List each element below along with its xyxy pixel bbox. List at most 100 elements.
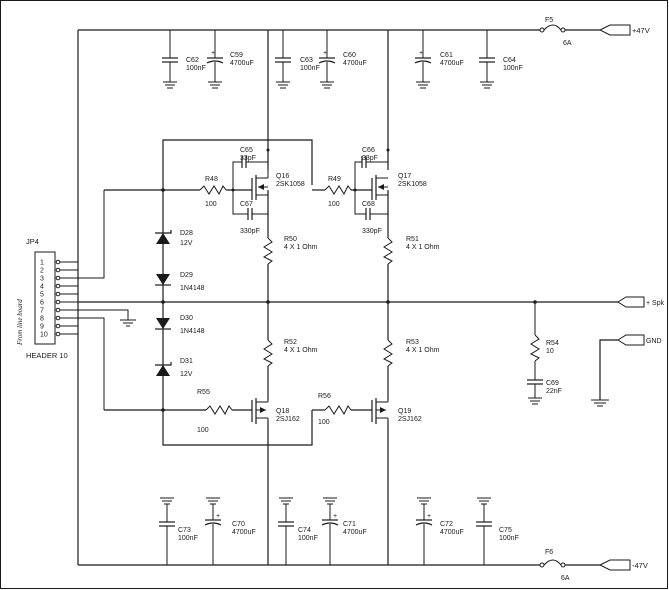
header-pin-3: 3 xyxy=(40,276,44,283)
c72-label: C72 xyxy=(440,521,453,528)
zobel-network: R54 10 C69 22nF xyxy=(527,302,562,405)
d28-label: D28 xyxy=(180,230,193,237)
diode-d30: D30 1N4148 xyxy=(155,315,205,335)
capacitor-c68: C68 330pF xyxy=(353,188,388,235)
r52-value: 4 X 1 Ohm xyxy=(284,347,318,354)
zener-d28: D28 12V xyxy=(155,230,193,247)
capacitor-c67: C67 330pF xyxy=(231,188,268,235)
r56-value: 100 xyxy=(318,419,330,426)
c66-label: C66 xyxy=(362,147,375,154)
c60-value: 4700uF xyxy=(343,60,367,67)
r48-value: 100 xyxy=(205,201,217,208)
r49-value: 100 xyxy=(328,201,340,208)
terminal-spk-label: + Spk xyxy=(646,300,665,307)
header-side-label: From line board xyxy=(16,299,24,346)
c72-polarity: + xyxy=(427,513,431,520)
fuse-f6: F6 6A xyxy=(539,549,570,582)
fuse-f6-label: F6 xyxy=(545,549,553,556)
r56-label: R56 xyxy=(318,393,331,400)
header-pin-2: 2 xyxy=(40,268,44,275)
c60-polarity: + xyxy=(323,50,327,57)
d31-value: 12V xyxy=(180,371,193,378)
c59-label: C59 xyxy=(230,52,243,59)
terminal-spk: + Spk xyxy=(617,296,665,308)
header-pin-contact xyxy=(55,267,61,273)
resistor-r48: R48 100 xyxy=(199,176,227,208)
fuse-f5-value: 6A xyxy=(563,40,572,47)
header-pin-contact xyxy=(55,275,61,281)
c70-polarity: + xyxy=(216,513,220,520)
header-pin-contact xyxy=(55,291,61,297)
resistor-r49: R49 100 xyxy=(324,176,352,208)
c62-value: 100nF xyxy=(186,65,206,72)
header-pin-6: 6 xyxy=(40,300,44,307)
header-pin-contact xyxy=(55,331,61,337)
c67-label: C67 xyxy=(240,201,253,208)
header-jp4: JP4 From line board HEADER 10 1234567891… xyxy=(16,237,68,360)
header-pin-8: 8 xyxy=(40,316,44,323)
q16-value: 2SK1058 xyxy=(276,181,305,188)
c74-value: 100nF xyxy=(298,535,318,542)
c59-polarity: + xyxy=(211,50,215,57)
header-pin-contact xyxy=(55,259,61,265)
c70-label: C70 xyxy=(232,521,245,528)
resistor-r51: R51 4 X 1 Ohm xyxy=(382,236,440,265)
mosfet-q19: Q19 2SJ162 xyxy=(371,398,422,424)
c63-value: 100nF xyxy=(300,65,320,72)
mosfet-q16: Q16 2SK1058 xyxy=(251,170,305,205)
d30-label: D30 xyxy=(180,315,193,322)
mosfet-q17: Q17 2SK1058 xyxy=(371,173,427,200)
c71-polarity: + xyxy=(333,513,337,520)
r54-value: 10 xyxy=(546,348,554,355)
terminal-pos-47v: +47V xyxy=(598,24,650,36)
c67-value: 330pF xyxy=(240,228,260,235)
r51-label: R51 xyxy=(406,236,419,243)
header-pin-10: 10 xyxy=(40,332,48,339)
q17-value: 2SK1058 xyxy=(398,181,427,188)
header-pin-9: 9 xyxy=(40,324,44,331)
d28-value: 12V xyxy=(180,240,193,247)
c65-value: 33pF xyxy=(240,155,256,162)
c63-label: C63 xyxy=(300,57,313,64)
header-pin-5: 5 xyxy=(40,292,44,299)
c71-value: 4700uF xyxy=(343,529,367,536)
q17-label: Q17 xyxy=(398,173,411,180)
terminal-gnd-label: GND xyxy=(646,338,662,345)
q16-label: Q16 xyxy=(276,173,289,180)
d29-value: 1N4148 xyxy=(180,285,205,292)
r55-label: R55 xyxy=(197,389,210,396)
header-pin-7: 7 xyxy=(40,308,44,315)
d31-label: D31 xyxy=(180,358,193,365)
header-pin-contact xyxy=(55,315,61,321)
resistor-r55: R55 100 xyxy=(197,389,233,434)
c68-label: C68 xyxy=(362,201,375,208)
bottom-feedback-loop xyxy=(162,410,313,446)
r53-value: 4 X 1 Ohm xyxy=(406,347,440,354)
capacitor-c65: C65 33pF xyxy=(232,147,270,190)
terminal-pos-label: +47V xyxy=(632,26,650,35)
r48-label: R48 xyxy=(205,176,218,183)
c68-value: 330pF xyxy=(362,228,382,235)
terminal-neg-47v: -47V xyxy=(598,559,648,571)
d30-value: 1N4148 xyxy=(180,328,205,335)
r54-label: R54 xyxy=(546,340,559,347)
d29-label: D29 xyxy=(180,272,193,279)
c64-value: 100nF xyxy=(503,65,523,72)
top-cap-bank: C62 100nF + C59 4700uF C63 100nF + C60 4… xyxy=(162,30,523,89)
c62-label: C62 xyxy=(186,57,199,64)
header-pin-contact xyxy=(55,283,61,289)
q19-label: Q19 xyxy=(398,408,411,415)
top-feedback-loop xyxy=(162,139,313,190)
bottom-cap-bank: C73 100nF + C70 4700uF C74 100nF + C71 4… xyxy=(159,497,519,565)
fuse-f5-label: F5 xyxy=(545,17,553,24)
q18-label: Q18 xyxy=(276,408,289,415)
c61-polarity: + xyxy=(419,50,423,57)
c60-label: C60 xyxy=(343,52,356,59)
header-pin-contact xyxy=(55,307,61,313)
mosfet-q18: Q18 2SJ162 xyxy=(251,398,300,424)
c65-label: C65 xyxy=(240,147,253,154)
c64-label: C64 xyxy=(503,57,516,64)
